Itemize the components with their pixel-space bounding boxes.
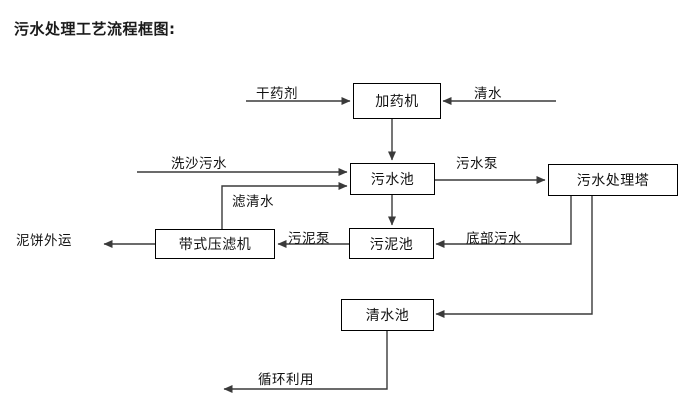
label-clean-water-in: 清水 <box>474 86 502 102</box>
edge-tower-to-clean-water-pool <box>435 196 593 318</box>
node-treatment-tower-label: 污水处理塔 <box>576 173 650 189</box>
label-sand-wash-wastewater: 洗沙污水 <box>171 156 227 172</box>
node-sludge-pool-label: 污泥池 <box>369 236 414 253</box>
edge-tower-to-sludge-pool <box>435 196 572 248</box>
node-clean-water-pool-label: 清水池 <box>365 308 410 324</box>
node-dosing-machine[interactable]: 加药机 <box>353 83 441 119</box>
node-sludge-pool[interactable]: 污泥池 <box>349 228 434 259</box>
page-title: 污水处理工艺流程框图: <box>14 20 176 38</box>
label-sludge-pump: 污泥泵 <box>288 231 330 247</box>
node-belt-filter-press[interactable]: 带式压滤机 <box>155 229 275 259</box>
label-recycle-reuse: 循环利用 <box>258 372 314 388</box>
edge-filtered-water-to-wastewater-pool <box>221 182 348 229</box>
label-bottom-wastewater: 底部污水 <box>466 231 522 247</box>
node-dosing-machine-label: 加药机 <box>375 94 419 110</box>
label-filtered-clear-water: 滤清水 <box>232 194 274 210</box>
label-wastewater-pump: 污水泵 <box>456 156 498 172</box>
label-dry-chemical: 干药剂 <box>256 86 298 102</box>
node-belt-filter-press-label: 带式压滤机 <box>178 237 252 253</box>
node-wastewater-pool[interactable]: 污水池 <box>350 163 435 195</box>
node-treatment-tower[interactable]: 污水处理塔 <box>548 164 678 196</box>
node-wastewater-pool-label: 污水池 <box>370 172 415 188</box>
node-clean-water-pool[interactable]: 清水池 <box>341 299 434 331</box>
edge-clean-water-pool-recycle <box>223 331 388 393</box>
label-mud-cake-out: 泥饼外运 <box>16 233 72 249</box>
